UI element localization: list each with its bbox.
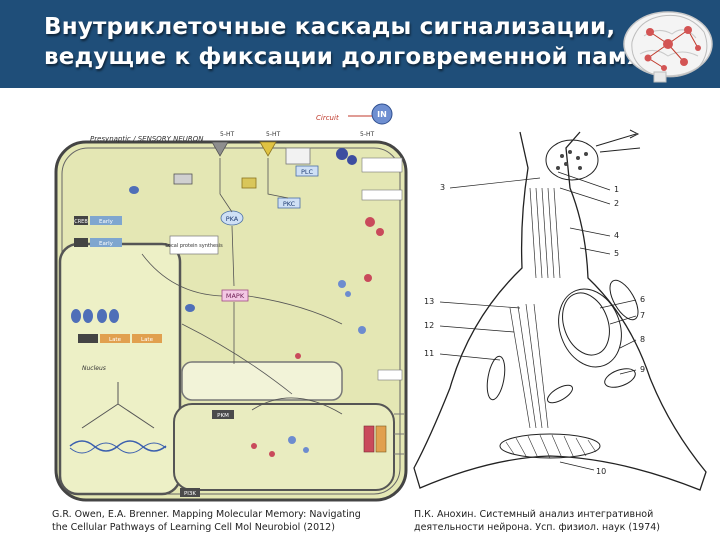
late-box-1: Late bbox=[109, 337, 122, 343]
ht-label-2: 5-HT bbox=[266, 131, 280, 138]
pkc-label: PKC bbox=[283, 200, 296, 208]
label-11: 11 bbox=[424, 349, 434, 358]
pi3k-label: PI3K bbox=[184, 491, 196, 497]
left-caption-line-1: G.R. Owen, E.A. Brenner. Mapping Molecul… bbox=[52, 509, 361, 520]
label-9: 9 bbox=[640, 365, 645, 374]
label-3: 3 bbox=[440, 183, 445, 192]
creb-label: CREB bbox=[74, 219, 88, 225]
early-box-2: Early bbox=[99, 241, 114, 247]
label-10: 10 bbox=[596, 467, 606, 476]
label-13: 13 bbox=[424, 297, 434, 306]
label-4: 4 bbox=[614, 231, 619, 240]
right-caption-line-1: П.К. Анохин. Системный анализ интегратив… bbox=[414, 509, 654, 520]
plc-label: PLC bbox=[301, 168, 314, 176]
label-12: 12 bbox=[424, 321, 434, 330]
slide-title: Внутриклеточные каскады сигнализации, ве… bbox=[44, 12, 672, 72]
interneuron-node bbox=[371, 103, 393, 125]
late-box-2: Late bbox=[141, 337, 154, 343]
circuit-label: Circuit bbox=[316, 114, 339, 122]
left-caption-line-2: the Cellular Pathways of Learning Cell M… bbox=[52, 522, 335, 533]
early-box-1: Early bbox=[99, 219, 114, 225]
nucleus bbox=[58, 242, 182, 496]
label-7: 7 bbox=[640, 311, 645, 320]
brain-network-icon bbox=[623, 11, 713, 83]
right-caption-line-2: деятельности нейрона. Усп. физиол. наук … bbox=[414, 522, 661, 533]
label-1: 1 bbox=[614, 185, 619, 194]
nucleus-label: Nucleus bbox=[82, 365, 106, 372]
mapk-label: MAPK bbox=[226, 292, 245, 300]
label-8: 8 bbox=[640, 335, 645, 344]
left-figure-caption: G.R. Owen, E.A. Brenner. Mapping Molecul… bbox=[52, 508, 392, 534]
slide-header bbox=[0, 0, 720, 88]
dna-strand bbox=[69, 440, 167, 452]
signaling-cascade-diagram: Presynaptic / SENSORY NEURON Circuit IN … bbox=[54, 103, 408, 502]
presynaptic-label: Presynaptic / SENSORY NEURON bbox=[90, 135, 204, 143]
receptor-icon bbox=[211, 141, 229, 157]
label-5: 5 bbox=[614, 249, 619, 258]
neuron-schematic-drawing: 1 2 3 4 5 6 7 8 9 10 11 12 13 bbox=[410, 128, 710, 498]
right-figure-caption: П.К. Анохин. Системный анализ интегратив… bbox=[414, 508, 714, 534]
local-synthesis-label: Local protein synthesis bbox=[165, 243, 223, 249]
in-label: IN bbox=[377, 110, 387, 119]
ht-label-3: 5-HT bbox=[360, 131, 374, 138]
pka-label: PKA bbox=[226, 215, 239, 223]
pkm-label: PKM bbox=[217, 413, 229, 419]
title-line-2: ведущие к фиксации долговременной памяти bbox=[44, 44, 672, 70]
ht-label-1: 5-HT bbox=[220, 131, 234, 138]
label-2: 2 bbox=[614, 199, 619, 208]
receptor-icon bbox=[259, 141, 277, 157]
title-line-1: Внутриклеточные каскады сигнализации, bbox=[44, 14, 616, 40]
ion-channel-icon bbox=[336, 148, 348, 160]
label-6: 6 bbox=[640, 295, 645, 304]
